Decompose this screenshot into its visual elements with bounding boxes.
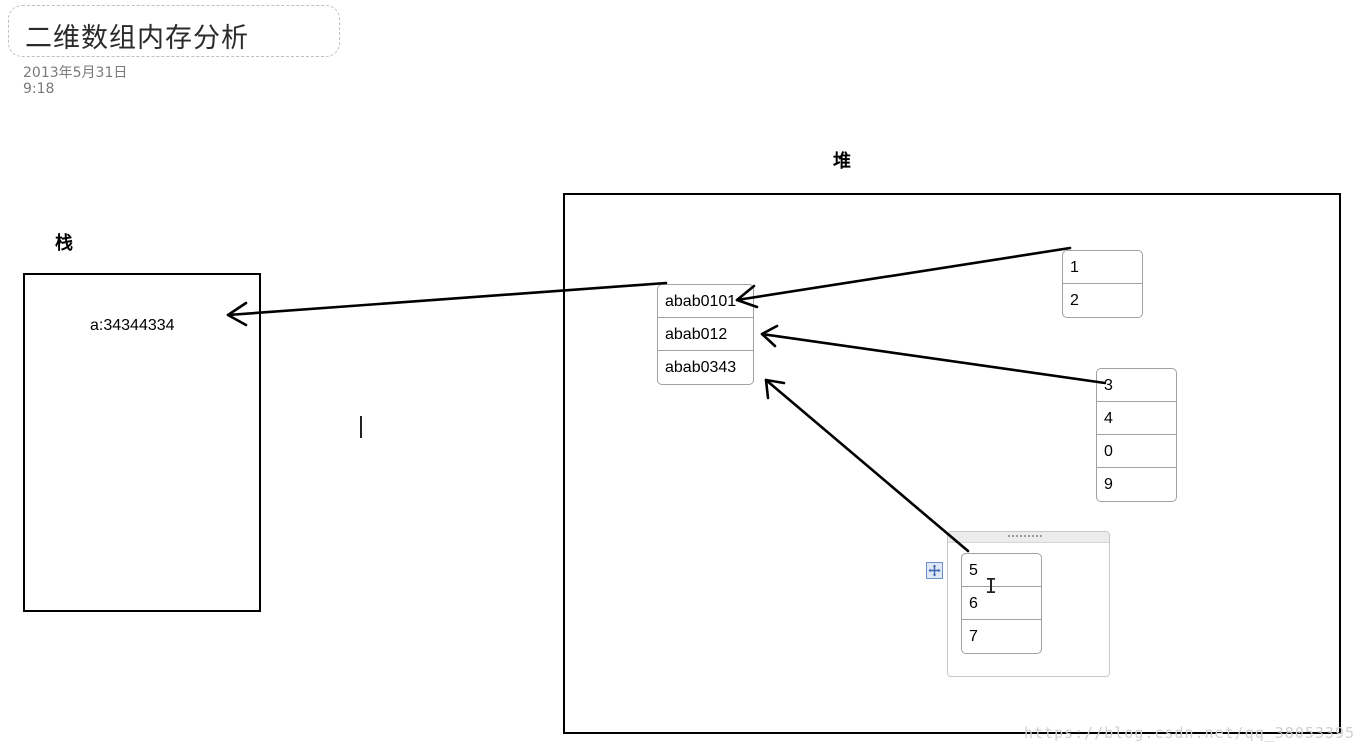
value-cell[interactable]: 6: [962, 587, 1041, 620]
value-cell[interactable]: 7: [969, 628, 978, 645]
address-table[interactable]: abab0101 abab012 abab0343: [657, 284, 754, 385]
stack-label: 栈: [55, 233, 73, 254]
address-cell[interactable]: abab0343: [665, 359, 737, 376]
arrow-row2-to-address: [760, 324, 1107, 385]
note-time: 9:18: [23, 81, 55, 97]
note-date: 2013年5月31日: [23, 65, 128, 81]
value-cell[interactable]: 4: [1097, 402, 1176, 435]
arrow-row1-to-address: [735, 246, 1072, 309]
page-title: 二维数组内存分析: [25, 23, 249, 54]
row-table-2[interactable]: 3 4 0 9: [1096, 368, 1177, 502]
stack-region: [23, 273, 261, 612]
arrow-address-to-stack: [226, 281, 668, 327]
value-cell[interactable]: 3: [1097, 369, 1176, 402]
address-cell[interactable]: abab012: [658, 318, 753, 351]
stack-variable: a:34344334: [90, 317, 175, 334]
container-title-bar[interactable]: [948, 532, 1109, 543]
row-table-3[interactable]: 5 6 7: [961, 553, 1042, 654]
watermark: https://blog.csdn.net/qq_38053395: [1023, 724, 1355, 742]
value-cell[interactable]: 9: [1104, 476, 1113, 493]
heap-region: [563, 193, 1341, 734]
drag-grip-icon[interactable]: [1008, 535, 1042, 540]
i-beam-cursor-icon: I: [985, 574, 998, 598]
move-handle-icon[interactable]: [926, 562, 943, 579]
value-cell[interactable]: 5: [962, 554, 1041, 587]
heap-label: 堆: [833, 151, 851, 172]
title-box: 二维数组内存分析: [8, 5, 340, 57]
value-cell[interactable]: 0: [1097, 435, 1176, 468]
text-cursor: [360, 416, 362, 438]
address-cell[interactable]: abab0101: [658, 285, 753, 318]
arrow-row3-to-address: [764, 378, 970, 553]
row-table-1[interactable]: 1 2: [1062, 250, 1143, 318]
value-cell[interactable]: 2: [1070, 292, 1079, 309]
value-cell[interactable]: 1: [1063, 251, 1142, 284]
